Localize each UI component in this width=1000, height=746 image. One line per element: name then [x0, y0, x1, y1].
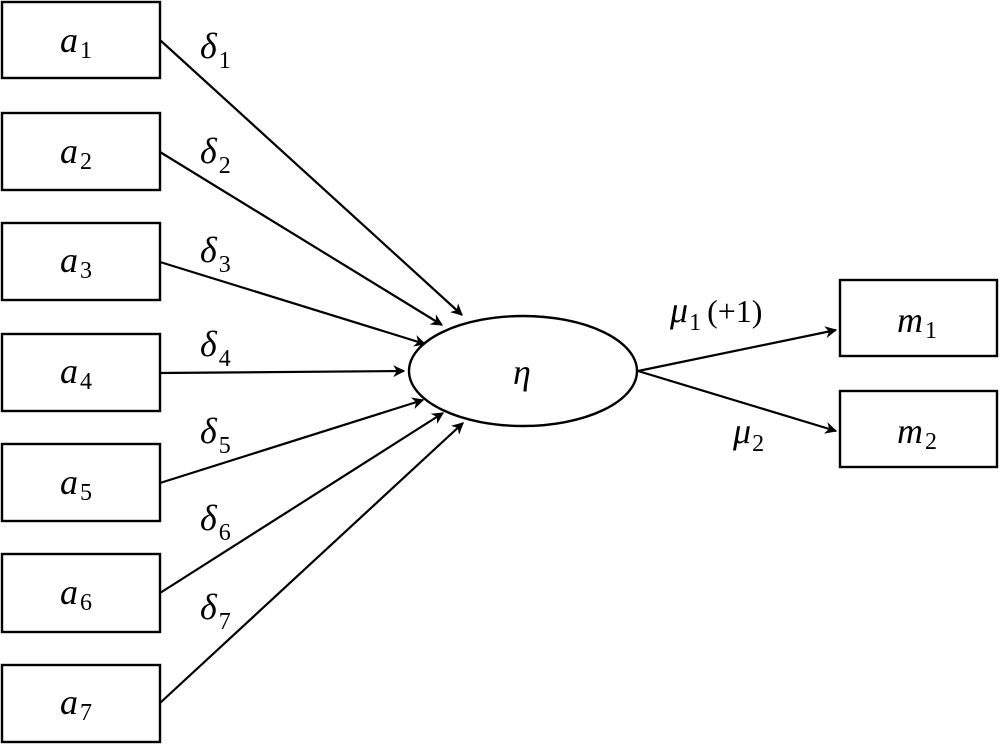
svg-text:η: η [513, 352, 531, 392]
loading-label-delta4: δ4 [200, 324, 231, 372]
svg-text:a1: a1 [60, 20, 92, 64]
edge-eta-m1 [637, 326, 838, 373]
loading-label-delta5: δ5 [200, 411, 231, 459]
indicator-box-a7: a7 [0, 663, 162, 744]
outcome-box-m1: m1 [838, 278, 999, 358]
indicator-box-a5: a5 [0, 442, 162, 523]
svg-text:a3: a3 [60, 240, 92, 284]
edge-a6-eta [159, 412, 445, 594]
path-label-mu1: μ1(+1) [669, 290, 762, 336]
svg-text:a5: a5 [60, 462, 92, 506]
latent-node-eta: η [407, 314, 639, 428]
indicator-box-a4: a4 [0, 332, 162, 413]
loading-label-delta3: δ3 [200, 230, 231, 278]
outcome-box-m2: m2 [838, 389, 999, 469]
edge-a7-eta [159, 422, 464, 704]
edge-a1-eta [159, 39, 463, 316]
indicator-box-a6: a6 [0, 552, 162, 634]
svg-text:a4: a4 [60, 351, 92, 395]
edge-a3-eta [159, 260, 427, 347]
indicator-box-a1: a1 [0, 0, 162, 80]
edge-a4-eta [159, 365, 406, 378]
indicator-box-a3: a3 [0, 221, 162, 302]
loading-label-delta6: δ6 [200, 498, 231, 546]
svg-text:m1: m1 [897, 300, 937, 344]
path-label-mu2: μ2 [732, 411, 764, 457]
svg-text:a2: a2 [60, 131, 92, 175]
loading-label-delta1: δ1 [200, 26, 231, 74]
loading-label-delta7: δ7 [200, 587, 231, 635]
svg-text:a6: a6 [60, 572, 92, 616]
edge-a2-eta [159, 151, 444, 326]
indicator-box-a2: a2 [0, 111, 162, 192]
edge-a5-eta [159, 397, 425, 485]
edge-eta-m2 [637, 369, 838, 434]
svg-text:a7: a7 [60, 682, 92, 726]
svg-text:m2: m2 [897, 411, 937, 455]
loading-label-delta2: δ2 [200, 131, 231, 179]
